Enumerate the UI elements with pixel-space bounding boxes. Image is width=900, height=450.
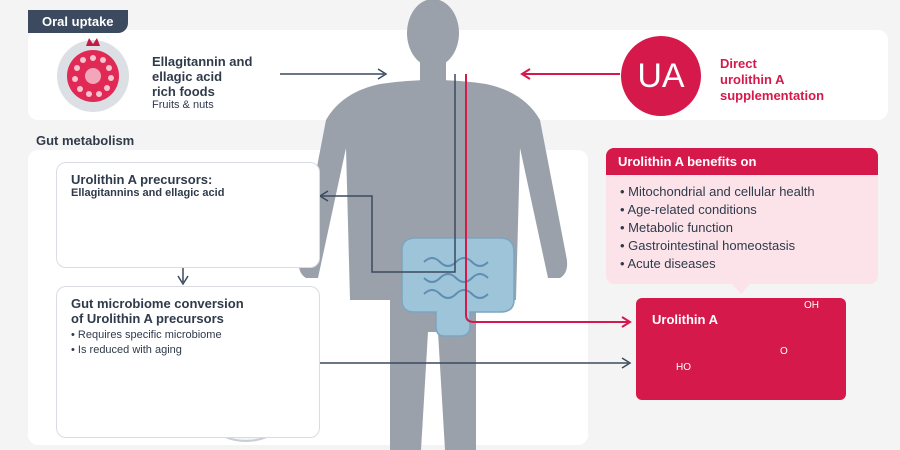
direct-supplementation-label: Direct urolithin A supplementation	[720, 56, 824, 104]
food-title: Ellagitannin and ellagic acid rich foods	[152, 54, 252, 99]
human-body-silhouette	[298, 0, 568, 450]
oral-uptake-arrow	[280, 68, 456, 273]
benefit-item: Metabolic function	[620, 219, 864, 237]
conversion-bullets: Requires specific microbiome Is reduced …	[71, 328, 244, 358]
benefits-panel: Urolithin A benefits on Mitochondrial an…	[606, 148, 878, 284]
direct-label-line-2: urolithin A	[720, 72, 785, 87]
benefit-item: Age-related conditions	[620, 201, 864, 219]
precursors-card: Urolithin A precursors: Ellagitannins an…	[56, 162, 320, 268]
benefit-item: Mitochondrial and cellular health	[620, 183, 864, 201]
ua-supplement-circle: UA	[621, 36, 701, 116]
benefit-item: Gastrointestinal homeostasis	[620, 237, 864, 255]
oral-uptake-label: Oral uptake	[28, 10, 128, 33]
intestine-coils	[423, 257, 489, 299]
conversion-to-ua-arrow	[320, 357, 632, 369]
benefits-title: Urolithin A benefits on	[606, 148, 878, 175]
ua-oh-label: OH	[804, 300, 819, 311]
gut-metabolism-label: Gut metabolism	[36, 133, 135, 148]
conversion-card: Gut microbiome conversion of Urolithin A…	[56, 286, 320, 438]
benefit-item: Acute diseases	[620, 255, 864, 273]
benefits-pointer	[732, 284, 750, 294]
precursors-subtitle: Ellagitannins and ellagic acid	[71, 187, 225, 199]
benefits-list: Mitochondrial and cellular health Age-re…	[606, 175, 878, 281]
conversion-bullet: Is reduced with aging	[71, 343, 244, 358]
urolithin-a-title: Urolithin A	[652, 312, 718, 327]
direct-label-line-3: supplementation	[720, 88, 825, 103]
pomegranate-icon	[57, 38, 129, 112]
ua-ring-oxygen-label: O	[780, 346, 788, 357]
supplementation-arrow	[465, 68, 632, 328]
conversion-bullet: Requires specific microbiome	[71, 328, 244, 343]
urolithin-a-box: Urolithin A	[636, 298, 846, 400]
conversion-title-line-2: of Urolithin A precursors	[71, 311, 224, 326]
conversion-title-line-1: Gut microbiome conversion	[71, 296, 244, 311]
food-title-line-3: rich foods	[152, 84, 215, 99]
ua-circle-text: UA	[637, 56, 685, 95]
direct-label-line-1: Direct	[720, 56, 757, 71]
food-subtitle: Fruits & nuts	[152, 99, 214, 111]
ua-ho-label: HO	[676, 362, 691, 373]
food-title-line-1: Ellagitannin and	[152, 54, 253, 69]
precursors-title: Urolithin A precursors:	[71, 172, 213, 187]
precursor-down-arrow	[177, 268, 189, 286]
food-title-line-2: ellagic acid	[152, 69, 223, 84]
